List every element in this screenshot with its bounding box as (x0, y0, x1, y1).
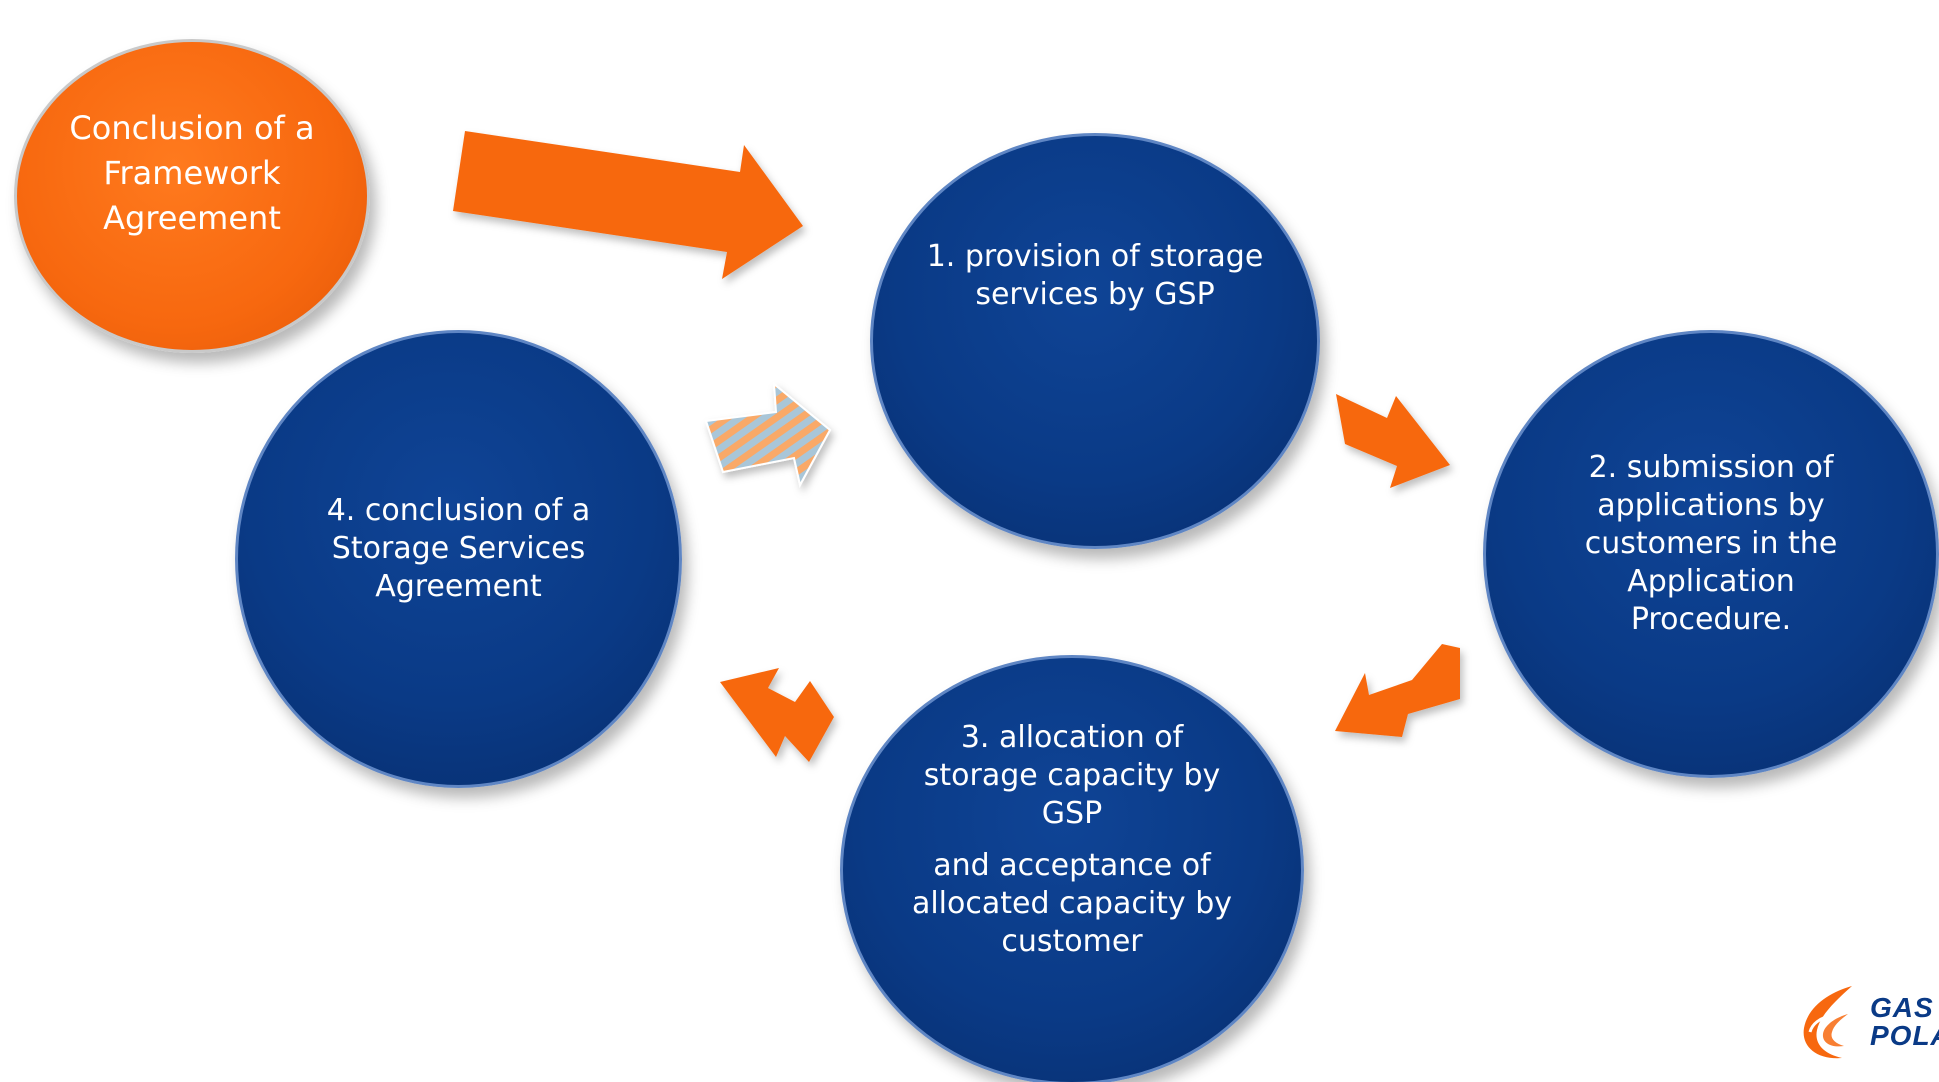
step-3-node: 3. allocation of storage capacity by GSP… (840, 655, 1304, 1082)
start-node-framework-agreement: Conclusion of a Framework Agreement (14, 39, 370, 353)
left-arrow-icon (720, 668, 834, 762)
step-2-label: 2. submission of applications by custome… (1584, 450, 1838, 637)
step-1-label: 1. provision of storage services by GSP (926, 239, 1264, 312)
right-arrow-icon (1336, 394, 1450, 488)
step-4-label: 4. conclusion of a Storage Services Agre… (326, 493, 591, 604)
company-logo: GAS POLA (1790, 980, 1939, 1070)
step-3-sub-label: and acceptance of allocated capacity by … (911, 848, 1233, 959)
step-2-node: 2. submission of applications by custome… (1483, 330, 1939, 778)
right-arrow-icon (453, 131, 803, 279)
left-arrow-icon (1335, 644, 1460, 737)
step-1-node: 1. provision of storage services by GSP (870, 133, 1320, 549)
logo-text-line1: GAS (1870, 992, 1934, 1023)
striped-arrow-icon (704, 381, 832, 488)
step-3-label: 3. allocation of storage capacity by GSP (923, 720, 1221, 831)
step-4-node: 4. conclusion of a Storage Services Agre… (235, 330, 682, 788)
logo-text-line2: POLA (1870, 1020, 1939, 1051)
start-node-label: Conclusion of a Framework Agreement (69, 108, 315, 237)
flame-logo-icon (1803, 986, 1852, 1059)
